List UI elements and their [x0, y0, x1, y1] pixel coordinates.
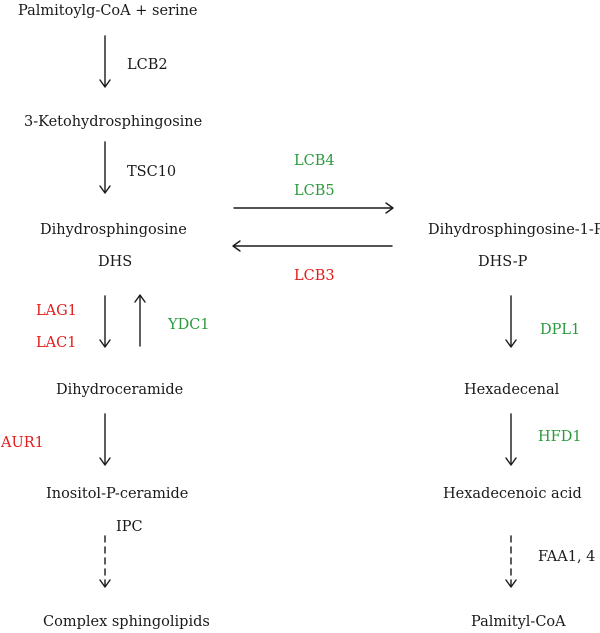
enzyme-lcb2: LCB2 — [127, 57, 168, 73]
arrow-aur1 — [99, 413, 111, 466]
metabolite-3-ketohydrosphingosine: 3-Ketohydrosphingosine — [24, 114, 203, 130]
metabolite-hexadecenoic-acid: Hexadecenoic acid — [443, 486, 582, 502]
arrow-hfd1 — [505, 413, 517, 466]
arrow-lcb2 — [99, 35, 111, 88]
metabolite-complex-sphingolipids: Complex sphingolipids — [43, 614, 210, 630]
enzyme-faa1-4: FAA1, 4 — [538, 549, 596, 565]
enzyme-lag1: LAG1 — [36, 303, 77, 319]
arrow-ydc1 — [134, 294, 146, 347]
enzyme-tsc10: TSC10 — [127, 164, 177, 180]
arrow-lcb3 — [232, 240, 393, 252]
arrow-ipc-dashed — [99, 535, 111, 588]
enzyme-aur1: AUR1 — [1, 435, 44, 451]
metabolite-dihydroceramide: Dihydroceramide — [56, 382, 184, 398]
enzyme-dpl1: DPL1 — [540, 322, 581, 338]
enzyme-lcb4: LCB4 — [294, 153, 335, 169]
arrow-lcb4-lcb5 — [233, 202, 394, 214]
metabolite-inositol-p-ceramide: Inositol-P-ceramide — [46, 486, 189, 502]
enzyme-lcb5: LCB5 — [294, 183, 335, 199]
arrow-lag1-lac1 — [99, 295, 111, 348]
metabolite-palmitoyl-coa-serine: Palmitoylg-CoA + serine — [18, 3, 198, 19]
enzyme-lac1: LAC1 — [36, 335, 77, 351]
arrow-faa1-4-dashed — [505, 535, 517, 588]
metabolite-dihydrosphingosine-1-p: Dihydrosphingosine-1-P — [428, 222, 600, 238]
metabolite-ipc: IPC — [116, 519, 143, 535]
metabolite-dhs-p: DHS-P — [478, 254, 528, 270]
metabolite-palmityl-coa: Palmityl-CoA — [471, 614, 566, 630]
enzyme-hfd1: HFD1 — [538, 429, 582, 445]
metabolite-dhs: DHS — [98, 254, 133, 270]
enzyme-ydc1: YDC1 — [168, 317, 210, 333]
arrow-dpl1 — [505, 295, 517, 348]
metabolite-dihydrosphingosine: Dihydrosphingosine — [40, 222, 187, 238]
metabolite-hexadecenal: Hexadecenal — [464, 382, 560, 398]
arrow-tsc10 — [99, 141, 111, 194]
enzyme-lcb3: LCB3 — [294, 268, 335, 284]
